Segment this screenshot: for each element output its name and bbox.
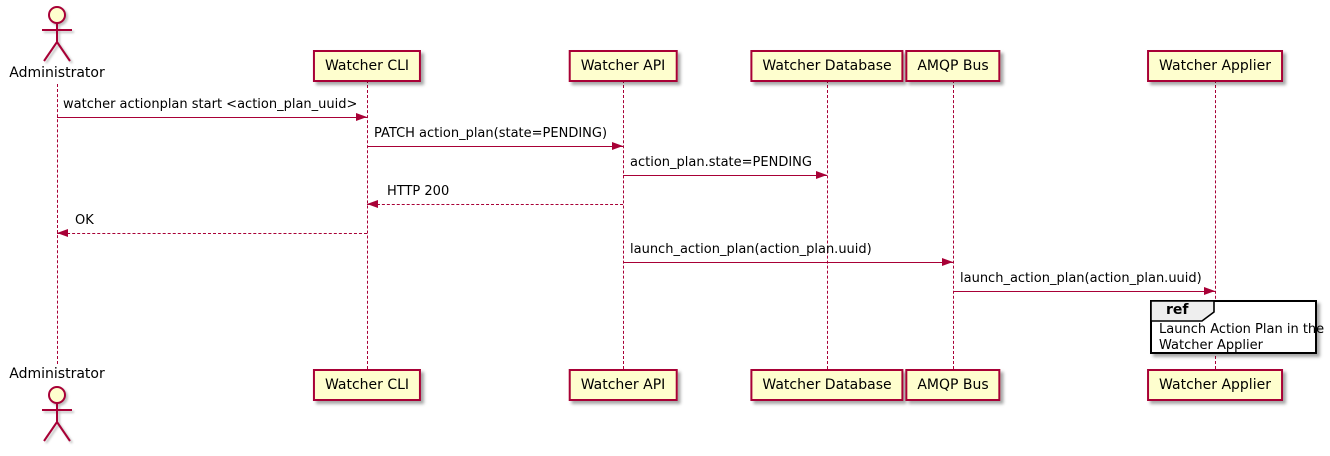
participant-watcher-api-bottom: Watcher API <box>568 369 678 401</box>
arrowhead-right-icon <box>942 258 953 266</box>
message-line <box>953 291 1215 292</box>
message-label: HTTP 200 <box>387 184 450 199</box>
message-line <box>57 233 367 234</box>
message-label: action_plan.state=PENDING <box>630 155 812 170</box>
participant-watcher-database-top: Watcher Database <box>750 50 904 82</box>
participant-watcher-applier-bottom: Watcher Applier <box>1147 369 1283 401</box>
lifeline-watcher-database <box>827 80 828 369</box>
participant-watcher-cli-bottom: Watcher CLI <box>312 369 422 401</box>
message-label: PATCH action_plan(state=PENDING) <box>374 126 608 141</box>
arrowhead-left-icon <box>367 200 378 208</box>
message-ok: OK <box>57 213 367 238</box>
message-http-200: HTTP 200 <box>367 184 623 209</box>
lifeline-administrator <box>57 84 58 364</box>
arrowhead-right-icon <box>1204 287 1215 295</box>
participant-amqp-bus-top: AMQP Bus <box>905 50 1001 82</box>
message-line <box>623 262 953 263</box>
arrowhead-right-icon <box>816 171 827 179</box>
ref-fragment: ref Launch Action Plan in the Watcher Ap… <box>1150 300 1324 354</box>
message-line <box>623 175 827 176</box>
message-action-plan-state: action_plan.state=PENDING <box>623 155 827 180</box>
message-label: OK <box>75 213 94 228</box>
arrowhead-left-icon <box>57 229 68 237</box>
participant-watcher-applier-top: Watcher Applier <box>1147 50 1283 82</box>
message-launch-action-plan-amqp: launch_action_plan(action_plan.uuid) <box>623 242 953 267</box>
lifeline-watcher-applier <box>1215 80 1216 369</box>
message-line <box>367 146 623 147</box>
actor-label-bottom: Administrator <box>9 366 105 382</box>
message-label: watcher actionplan start <action_plan_uu… <box>63 97 358 112</box>
ref-pentagon-icon <box>1150 300 1215 322</box>
arrowhead-right-icon <box>356 113 367 121</box>
arrowhead-right-icon <box>612 142 623 150</box>
ref-text-line1: Launch Action Plan in the <box>1159 322 1325 337</box>
message-launch-action-plan-applier: launch_action_plan(action_plan.uuid) <box>953 271 1215 296</box>
message-patch-action-plan: PATCH action_plan(state=PENDING) <box>367 126 623 151</box>
message-start-actionplan: watcher actionplan start <action_plan_uu… <box>57 97 367 122</box>
participant-watcher-database-bottom: Watcher Database <box>750 369 904 401</box>
participant-watcher-cli-top: Watcher CLI <box>312 50 422 82</box>
participant-watcher-api-top: Watcher API <box>568 50 678 82</box>
message-line <box>367 204 623 205</box>
actor-icon <box>42 6 72 62</box>
lifeline-watcher-api <box>623 80 624 369</box>
ref-text-line2: Watcher Applier <box>1159 338 1263 353</box>
lifeline-watcher-cli <box>367 80 368 369</box>
actor-icon <box>42 386 72 442</box>
lifeline-amqp-bus <box>953 80 954 369</box>
actor-label-top: Administrator <box>9 65 105 81</box>
ref-keyword: ref <box>1166 302 1189 318</box>
message-label: launch_action_plan(action_plan.uuid) <box>630 242 872 257</box>
participant-amqp-bus-bottom: AMQP Bus <box>905 369 1001 401</box>
message-line <box>57 117 367 118</box>
message-label: launch_action_plan(action_plan.uuid) <box>960 271 1202 286</box>
